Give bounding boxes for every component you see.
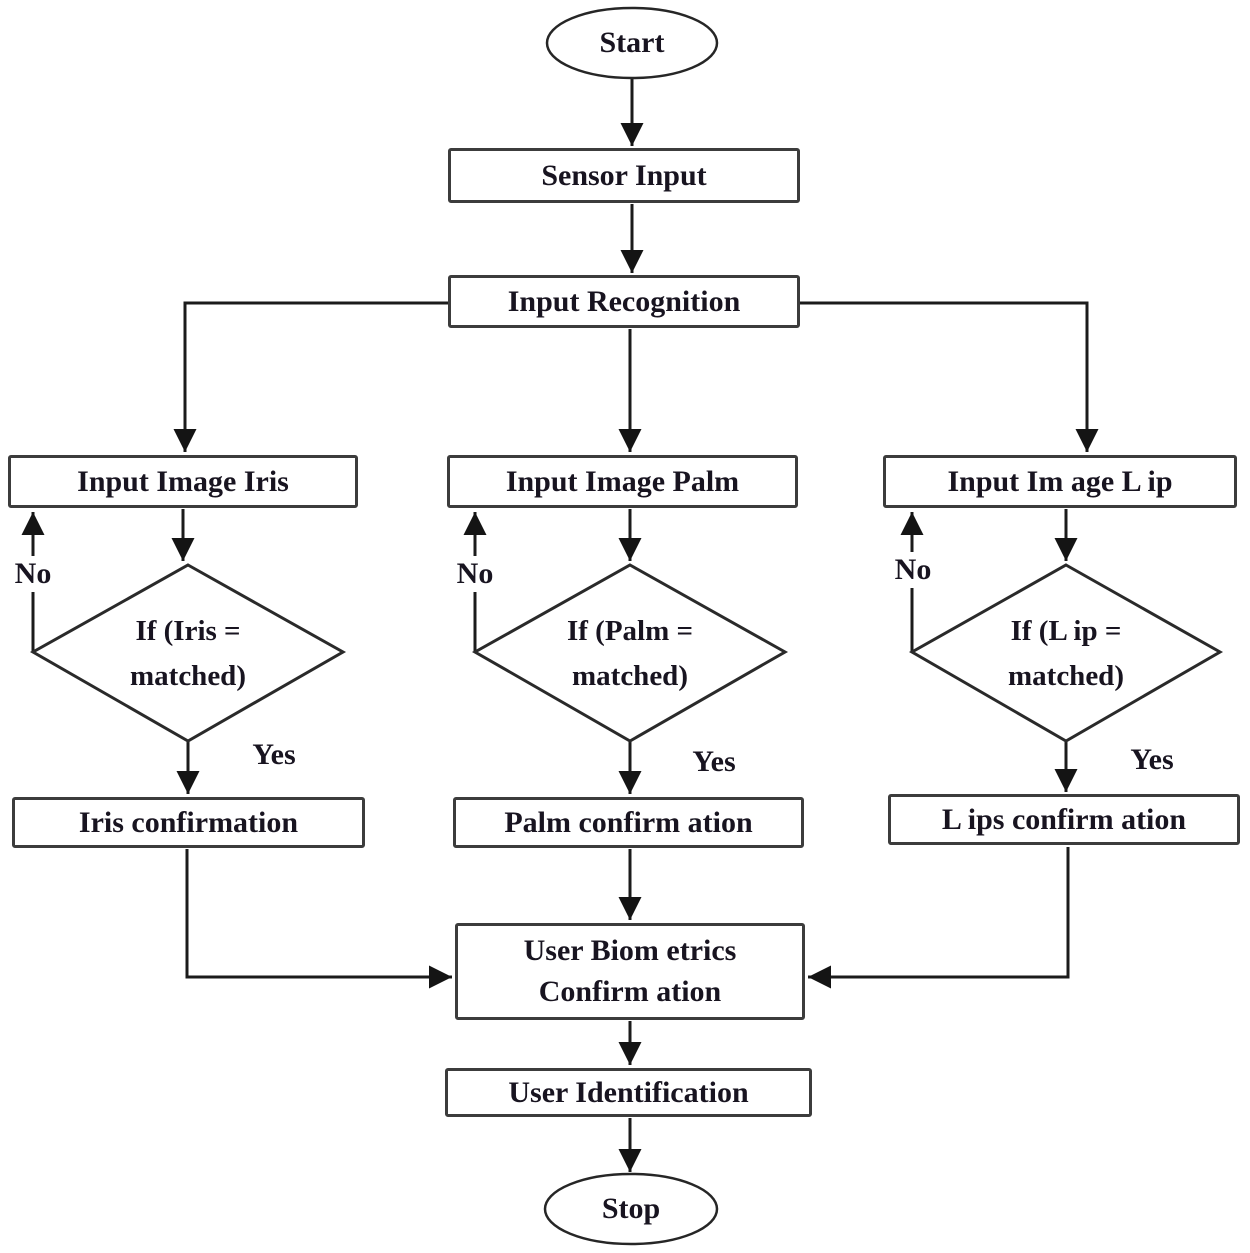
lips-confirmation-box: L ips confirm ation xyxy=(888,794,1240,845)
edge-recognition-to-lip xyxy=(800,301,1099,452)
iris-decision-diamond xyxy=(29,563,347,743)
lip-no-label: No xyxy=(886,552,940,588)
start-terminator-label: Start xyxy=(599,26,665,59)
palm-decision-line2: matched) xyxy=(572,660,688,692)
iris-confirmation-box: Iris confirmation xyxy=(12,797,365,848)
edge-iris-conf-to-biometrics xyxy=(185,849,452,989)
lip-yes-label: Yes xyxy=(1130,743,1174,776)
lip-decision-label: If (L ip = matched) xyxy=(946,608,1186,700)
edge-recognition-to-iris xyxy=(173,301,448,452)
start-terminator-shape xyxy=(545,6,719,80)
user-biometrics-line2: Confirm ation xyxy=(538,974,722,1008)
palm-yes-label: Yes xyxy=(692,745,736,778)
iris-yes-label: Yes xyxy=(252,738,296,771)
stop-terminator-label: Stop xyxy=(601,1192,661,1225)
stop-terminator-shape xyxy=(543,1172,719,1246)
input-image-palm-box: Input Image Palm xyxy=(447,455,798,508)
palm-decision-diamond xyxy=(471,563,789,743)
user-identification-box: User Identification xyxy=(445,1068,812,1117)
palm-no-label: No xyxy=(448,556,502,592)
lip-decision-diamond xyxy=(908,563,1224,743)
input-recognition-box: Input Recognition xyxy=(448,275,800,328)
iris-decision-label: If (Iris = matched) xyxy=(68,608,308,700)
user-biometrics-confirmation-box: User Biom etrics Confirm ation xyxy=(455,923,805,1020)
lip-decision-line1: If (L ip = xyxy=(1010,615,1122,648)
iris-decision-line2: matched) xyxy=(130,660,246,692)
sensor-input-box: Sensor Input xyxy=(448,148,800,203)
lip-decision-line2: matched) xyxy=(1008,660,1124,692)
iris-no-label: No xyxy=(6,556,60,592)
palm-decision-label: If (Palm = matched) xyxy=(510,608,750,700)
iris-decision-line1: If (Iris = xyxy=(135,615,241,648)
palm-decision-line1: If (Palm = xyxy=(566,615,694,648)
palm-confirmation-box: Palm confirm ation xyxy=(453,797,804,848)
edge-lips-conf-to-biometrics xyxy=(808,847,1070,989)
user-biometrics-line1: User Biom etrics xyxy=(523,934,737,967)
input-image-lip-box: Input Im age L ip xyxy=(883,455,1237,508)
input-image-iris-box: Input Image Iris xyxy=(8,455,358,508)
